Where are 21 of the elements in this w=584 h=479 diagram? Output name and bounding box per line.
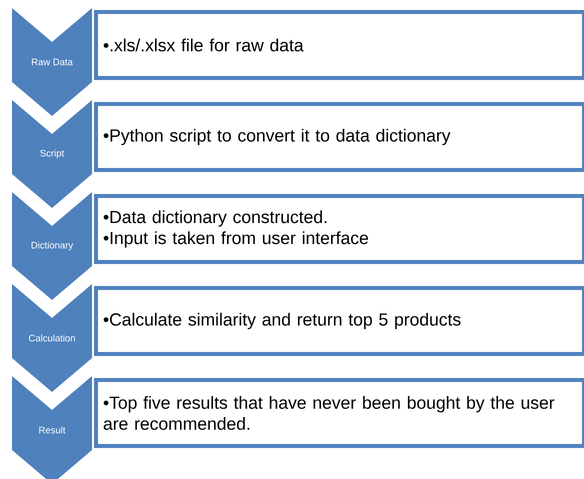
text-box bbox=[94, 102, 584, 172]
process-step bbox=[12, 100, 92, 208]
text-box bbox=[94, 286, 584, 356]
bullet-item: •Calculate similarity and return top 5 products bbox=[104, 312, 461, 330]
process-step bbox=[12, 284, 92, 392]
text-box bbox=[94, 10, 584, 80]
bullet-item: •Input is taken from user interface bbox=[104, 231, 368, 248]
process-step bbox=[12, 8, 92, 116]
step-label: Result bbox=[39, 426, 66, 434]
bullet-item: •Top five results that have never been bought by the user are recommended. bbox=[104, 396, 554, 430]
bullet-item: •Python script to convert it to data dictionary bbox=[104, 128, 450, 146]
text-box bbox=[94, 378, 584, 448]
process-step bbox=[12, 192, 92, 300]
text-box bbox=[94, 194, 584, 264]
bullet-item: •Data dictionary constructed. bbox=[104, 210, 326, 227]
process-step bbox=[12, 376, 92, 479]
bullet-item: •.xls/.xlsx file for raw data bbox=[104, 38, 304, 52]
step-label: Dictionary bbox=[32, 242, 74, 250]
step-label: Calculation bbox=[29, 334, 75, 342]
step-label: Script bbox=[40, 150, 64, 158]
step-label: Raw Data bbox=[32, 58, 73, 66]
